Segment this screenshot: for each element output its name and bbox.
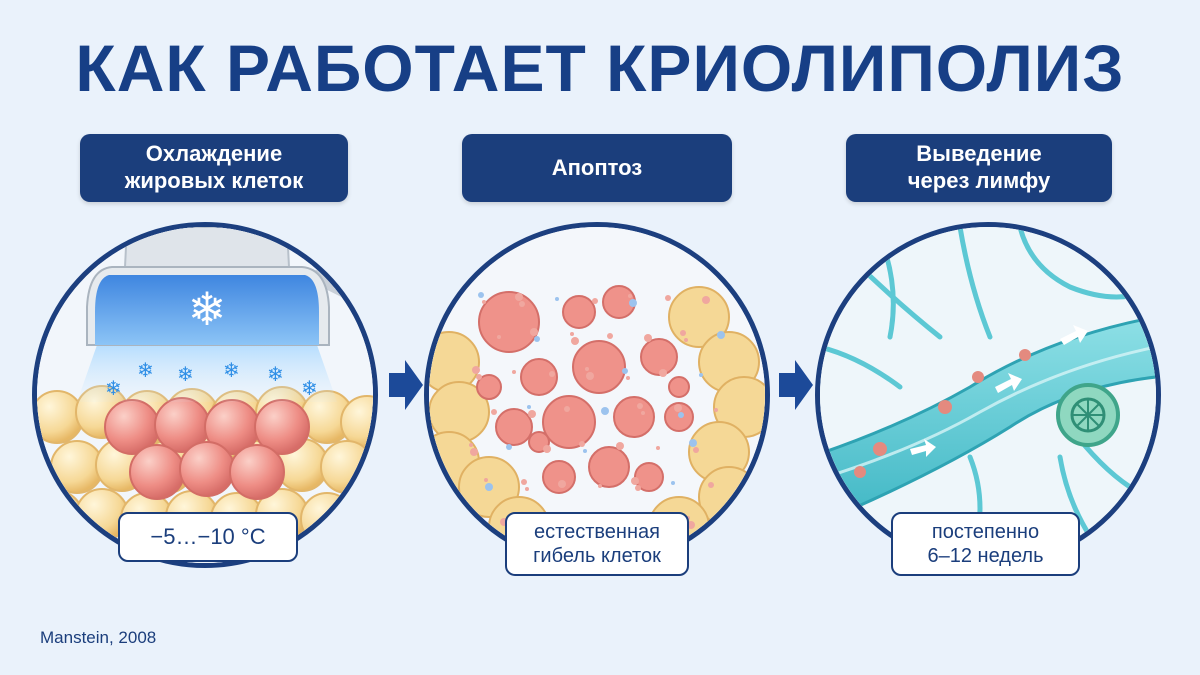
page-title: КАК РАБОТАЕТ КРИОЛИПОЛИЗ [75,31,1125,105]
step-3-illustration [815,222,1161,568]
apoptosis-note: естественная гибель клеток [505,512,689,576]
snowflake-icon: ❄ [301,376,318,400]
step-3-label: Выведение через лимфу [846,134,1112,202]
source-citation: Manstein, 2008 [40,628,157,647]
snowflake-icon: ❄ [177,362,194,386]
apoptosis-illustration [429,227,765,563]
duration-note: постепенно 6–12 недель [891,512,1080,576]
arrow-right-icon [779,360,813,410]
step-1-label: Охлаждение жировых клеток [80,134,348,202]
step-2-label: Апоптоз [462,134,732,202]
step-2-illustration [424,222,770,568]
arrow-right-icon [389,360,423,410]
snowflake-icon: ❄ [267,362,284,386]
snowflake-icon: ❄ [137,358,154,382]
snowflake-icon: ❄ [188,282,227,336]
snowflake-icon: ❄ [223,358,240,382]
temperature-note: −5…−10 °C [118,512,298,562]
snowflake-icon: ❄ [105,376,122,400]
lymph-vessel-icon [820,227,1156,563]
